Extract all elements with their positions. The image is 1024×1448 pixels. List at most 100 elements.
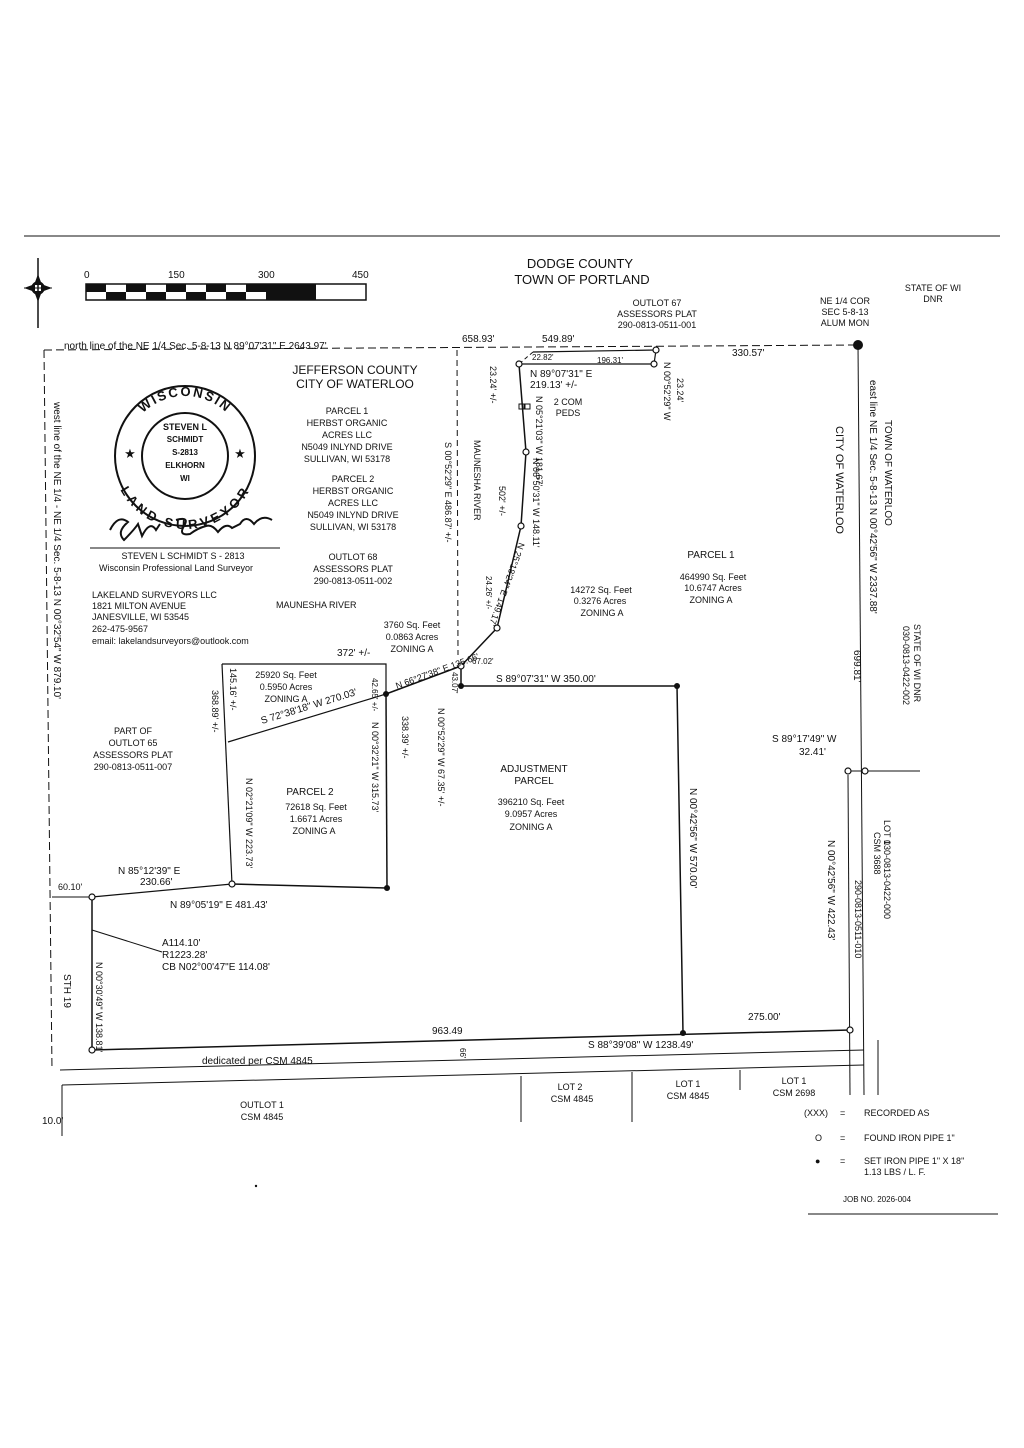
set-iron-pipe — [383, 691, 389, 697]
course-label: 368.89' +/- — [210, 690, 220, 733]
found-iron-pipe — [88, 893, 96, 901]
course-label: N 00°42'56" W 570.00' — [687, 788, 698, 888]
svg-text:HERBST ORGANIC: HERBST ORGANIC — [313, 486, 394, 496]
scale-label: 0 — [84, 270, 90, 281]
svg-text:464990 Sq. Feet: 464990 Sq. Feet — [680, 572, 747, 582]
course-label: N 89°05'19" E 481.43' — [170, 900, 268, 911]
course-label: 43.07' — [450, 672, 459, 694]
svg-text:HERBST ORGANIC: HERBST ORGANIC — [307, 418, 388, 428]
course-label: 60.10' — [58, 882, 83, 892]
east-bearing: S 89°17'49" W — [772, 734, 837, 745]
firm-line: JANESVILLE, WI 53545 — [92, 612, 189, 622]
east-line-label: east line NE 1/4 Sec. 5-8-13 N 00°42'56"… — [867, 380, 878, 614]
river-label: MAUNESHA RIVER — [276, 600, 357, 610]
svg-text:10.6747 Acres: 10.6747 Acres — [684, 583, 742, 593]
row-line — [59, 1049, 865, 1071]
outlot67-label: OUTLOT 67 — [633, 298, 682, 308]
parcel2-strip-area: 25920 Sq. Feet 0.5950 Acres ZONING A — [255, 670, 317, 704]
legend-symbol: O — [815, 1133, 822, 1143]
state-dnr-label: STATE OF WI — [905, 283, 961, 293]
bottom-lot: LOT 2 — [558, 1082, 583, 1092]
corner-label: ALUM MON — [821, 318, 870, 328]
legend-text: SET IRON PIPE 1" X 18" — [864, 1156, 964, 1166]
csm-pin: 030-0813-0422-000 — [882, 840, 892, 919]
sliver-area: 3760 Sq. Feet 0.0863 Acres ZONING A — [384, 620, 441, 654]
course-label: N 00°52'29" W — [662, 362, 672, 421]
svg-text:PARCEL: PARCEL — [514, 776, 554, 787]
parcel-top-tie — [532, 349, 657, 353]
svg-text:PART OF: PART OF — [114, 726, 153, 736]
star-icon: ★ — [234, 446, 246, 461]
scale-bar: 0 150 300 450 — [84, 270, 369, 301]
svg-text:25920 Sq. Feet: 25920 Sq. Feet — [255, 670, 317, 680]
north-line-dist: 330.57' — [732, 348, 765, 359]
adjustment-parcel-area: ADJUSTMENT PARCEL 396210 Sq. Feet 9.0957… — [498, 764, 568, 832]
parcel2-area: PARCEL 2 72618 Sq. Feet 1.6671 Acres ZON… — [285, 787, 347, 836]
east-pin: 290-0813-0511-010 — [853, 880, 863, 958]
svg-text:OUTLOT 68: OUTLOT 68 — [329, 552, 378, 562]
curve-label: A114.10' — [162, 938, 201, 949]
east-course: N 00°42'56" W 422.43' — [825, 840, 836, 940]
bottom-lot: LOT 1 — [782, 1076, 807, 1086]
svg-text:0.5950 Acres: 0.5950 Acres — [260, 682, 313, 692]
course-label: N 85°12'39" E — [118, 866, 181, 877]
course-label: 145.16' +/- — [228, 668, 238, 711]
parcel2-south-line — [231, 883, 388, 889]
legend-text: 1.13 LBS / L. F. — [864, 1167, 926, 1177]
svg-text:N5049 INLYND DRIVE: N5049 INLYND DRIVE — [307, 510, 398, 520]
east-city-label: CITY OF WATERLOO — [833, 426, 845, 534]
legend-text: RECORDED AS — [864, 1108, 930, 1118]
svg-text:ASSESSORS PLAT: ASSESSORS PLAT — [313, 564, 393, 574]
north-line-dist: 658.93' — [462, 334, 495, 345]
found-iron-pipe — [861, 767, 869, 775]
parcel2-north-line — [385, 665, 462, 695]
seal-center: SCHMIDT — [167, 435, 204, 444]
lot1-label: LOT 1 — [882, 820, 892, 845]
svg-text:72618 Sq. Feet: 72618 Sq. Feet — [285, 802, 347, 812]
course-label: 502' +/- — [497, 486, 507, 516]
course-label: N 00°52'29" W 67.35' +/- — [436, 708, 446, 807]
svg-text:0.3276 Acres: 0.3276 Acres — [574, 596, 627, 606]
parcel2-south-bearing-line — [91, 883, 233, 898]
course-label: dedicated per CSM 4845 — [202, 1056, 313, 1067]
course-label: 2 COM — [554, 397, 583, 407]
found-iron-pipe — [228, 880, 236, 888]
speck — [254, 1184, 258, 1188]
svg-text:1.6671 Acres: 1.6671 Acres — [290, 814, 343, 824]
curve-label: CB N02°00'47"E 114.08' — [162, 962, 270, 973]
outlot65-area: PART OF OUTLOT 65 ASSESSORS PLAT 290-081… — [93, 726, 173, 772]
seal-center: WI — [180, 474, 190, 483]
east-state-label: STATE OF WI DNR — [912, 624, 922, 703]
svg-text:3760 Sq. Feet: 3760 Sq. Feet — [384, 620, 441, 630]
east-dist: 32.41' — [799, 747, 826, 758]
svg-text:14272 Sq. Feet: 14272 Sq. Feet — [570, 585, 632, 595]
scale-label: 150 — [168, 270, 185, 281]
parcel1-area: PARCEL 1 464990 Sq. Feet 10.6747 Acres Z… — [680, 550, 747, 605]
course-label: 23.24' — [675, 378, 685, 403]
outlot68-label: OUTLOT 68 ASSESSORS PLAT 290-0813-0511-0… — [313, 552, 393, 586]
svg-text:PARCEL 2: PARCEL 2 — [286, 787, 334, 798]
svg-text:396210 Sq. Feet: 396210 Sq. Feet — [498, 797, 565, 807]
legend-eq: = — [840, 1133, 845, 1143]
course-label: N 66°27'38" E 135.66' — [394, 651, 480, 691]
bottom-lot: CSM 4845 — [667, 1091, 710, 1101]
svg-text:SULLIVAN, WI 53178: SULLIVAN, WI 53178 — [304, 454, 390, 464]
course-label: PEDS — [556, 408, 581, 418]
course-label: N 89°07'31" E — [530, 369, 593, 380]
found-iron-pipe — [522, 448, 530, 456]
svg-text:OUTLOT 65: OUTLOT 65 — [109, 738, 158, 748]
svg-text:PARCEL 1: PARCEL 1 — [687, 550, 735, 561]
course-label: 230.66' — [140, 877, 173, 888]
east-town-label: TOWN OF WATERLOO — [882, 420, 893, 526]
course-label: S 88°39'08" W 1238.49' — [588, 1040, 693, 1051]
firm-line: 1821 MILTON AVENUE — [92, 601, 186, 611]
east-dist: 699.81' — [851, 650, 862, 683]
parcel1-small-area: 14272 Sq. Feet 0.3276 Acres ZONING A — [570, 585, 632, 618]
surveyor-seal: WISCONSIN LAND SURVEYOR ★ ★ STEVEN L SCH… — [114, 384, 256, 532]
found-iron-pipe — [844, 767, 852, 775]
svg-text:PARCEL 2: PARCEL 2 — [332, 474, 375, 484]
svg-text:ZONING A: ZONING A — [580, 608, 623, 618]
svg-text:290-0813-0511-002: 290-0813-0511-002 — [314, 576, 392, 586]
north-line-label: north line of the NE 1/4 Sec. 5-8-13 N 8… — [64, 341, 327, 352]
